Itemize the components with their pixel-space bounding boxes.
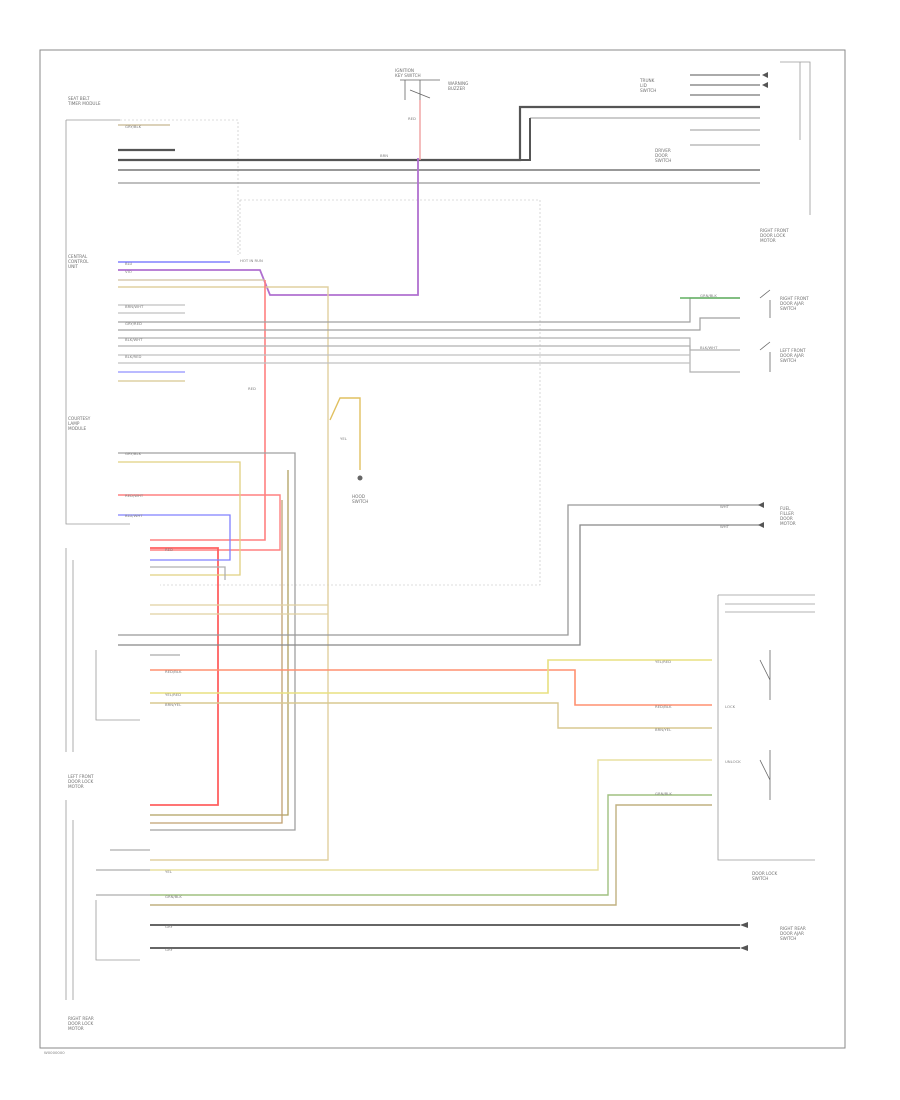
terminal-arrows (740, 72, 768, 951)
wire-label: WHT (720, 524, 730, 529)
wire-brn-blk-switch (150, 804, 712, 906)
wire-label: BLK/RED (125, 354, 142, 359)
wire-label: VIO (125, 269, 132, 274)
wire-label: GRY (165, 947, 173, 952)
wire-tan-long (118, 286, 329, 861)
wire-label: LOCK (725, 704, 736, 709)
hood-switch-contact (357, 475, 363, 481)
door-lock-switch-box (717, 594, 815, 861)
wire-label: HOT IN RUN (240, 258, 263, 263)
wire-vio (118, 158, 419, 296)
wire-label: UNLOCK (725, 759, 741, 764)
wire-label: YEL (165, 869, 173, 874)
wire-label: GRY/BLK (125, 451, 142, 456)
right-front-door-box (780, 61, 811, 215)
left-rear-door-box (65, 800, 140, 1000)
wire-label: RED/WHT (125, 493, 144, 498)
wire-label: RED/BLK (165, 669, 182, 674)
wire-label: BLK/WHT (125, 337, 143, 342)
wire-label: GRY/BLK (125, 124, 142, 129)
footer-code: W0000000 (44, 1050, 65, 1055)
diagram-frame (39, 49, 846, 1049)
wire-label: GRY/RED (125, 321, 142, 326)
wire-label: YEL (340, 436, 348, 441)
wire-label: YEL/RED (165, 692, 181, 697)
wire-label: RED (248, 386, 256, 391)
wire-label: YEL/RED (655, 659, 671, 664)
wire-label: RED (408, 116, 416, 121)
wire-label: BRN/WHT (125, 304, 144, 309)
wire-labels: GRY/BLK BRN RED BLU VIO BRN/WHT GRY/RED … (125, 116, 741, 952)
wire-label: BLK/WHT (700, 345, 718, 350)
switch-contacts (759, 289, 771, 800)
wire-brn-yel-switch (150, 702, 712, 729)
wire-yel-hood (329, 397, 361, 470)
wire-label: RED (165, 547, 173, 552)
wire-grn-blk-switch (150, 794, 712, 896)
wire-red-rear (150, 547, 219, 806)
wire-label: BLU/WHT (125, 513, 143, 518)
wire-bundle-lower (118, 452, 760, 831)
wire-blk-top (118, 74, 760, 184)
wire-label: GRY (165, 924, 173, 929)
wire-label: RED/BLK (655, 704, 672, 709)
wire-bundle-mid (118, 297, 740, 382)
wire-label: GRN/BLK (700, 293, 717, 298)
key-switch-symbol (400, 79, 440, 100)
left-front-door-box (65, 548, 140, 752)
wire-label: BRN/YEL (655, 727, 672, 732)
wire-label: GRN/BLK (655, 791, 672, 796)
wire-red-mid (118, 494, 281, 551)
wire-yel-rear-switch (150, 759, 712, 871)
wire-yel-red-switch (150, 659, 712, 694)
wire-label: BRN/YEL (165, 702, 182, 707)
wire-red-blk-switch (150, 669, 712, 706)
wire-red-long (150, 280, 266, 541)
wire-label: BLU (125, 261, 133, 266)
wire-label: BRN (380, 153, 388, 158)
wire-label: WHT (720, 504, 730, 509)
wire-label: GRN/BLK (165, 894, 182, 899)
central-control-unit-box (65, 119, 239, 525)
